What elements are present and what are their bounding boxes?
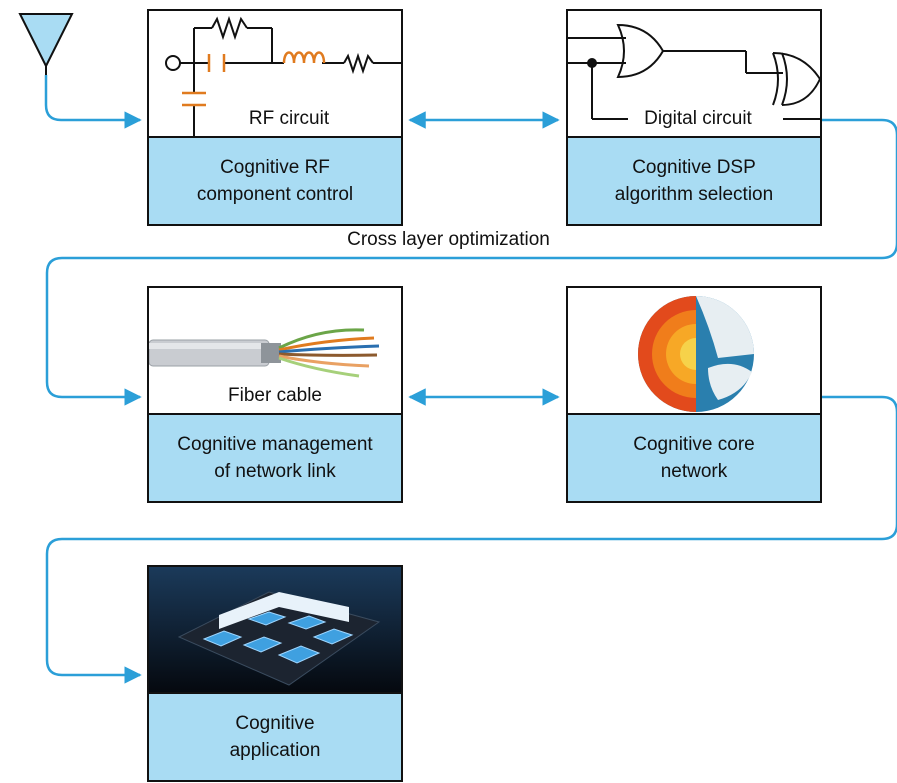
core-network-box: Cognitive core network xyxy=(568,415,820,501)
rf-circuit-icon xyxy=(165,15,401,136)
dsp-to-link-connector xyxy=(45,118,897,406)
chip-board-icon xyxy=(149,567,401,692)
rf-circuit-panel: RF circuit xyxy=(149,11,401,138)
app-block: Cognitive application xyxy=(147,565,403,782)
network-link-management-box: Cognitive management of network link xyxy=(149,415,401,501)
core-block: Cognitive core network xyxy=(566,286,822,503)
fiber-cable-panel: Fiber cable xyxy=(149,288,401,415)
earth-core-icon xyxy=(638,296,754,412)
dsp-algorithm-selection-box: Cognitive DSP algorithm selection xyxy=(568,138,820,224)
fiber-cable-label: Fiber cable xyxy=(228,385,322,406)
digital-circuit-label: Digital circuit xyxy=(628,108,768,130)
logic-gate-icon xyxy=(568,23,820,120)
cognitive-application-box: Cognitive application xyxy=(149,694,401,780)
antenna-icon xyxy=(18,13,74,75)
digital-circuit-panel: Digital circuit xyxy=(568,11,820,138)
link-block: Fiber cable Cognitive management of netw… xyxy=(147,286,403,503)
core-to-app-connector xyxy=(45,395,897,684)
dsp-block: Digital circuit Cognitive DSP algorithm … xyxy=(566,9,822,226)
rf-block: RF circuit Cognitive RF component contro… xyxy=(147,9,403,226)
earth-core-panel xyxy=(568,288,820,415)
antenna-to-rf-connector xyxy=(44,75,142,129)
chip-panel xyxy=(149,567,401,694)
fiber-cable-icon xyxy=(149,328,380,378)
rf-circuit-label: RF circuit xyxy=(248,108,330,129)
cross-layer-label: Cross layer optimization xyxy=(347,229,550,250)
rf-component-control-box: Cognitive RF component control xyxy=(149,138,401,224)
